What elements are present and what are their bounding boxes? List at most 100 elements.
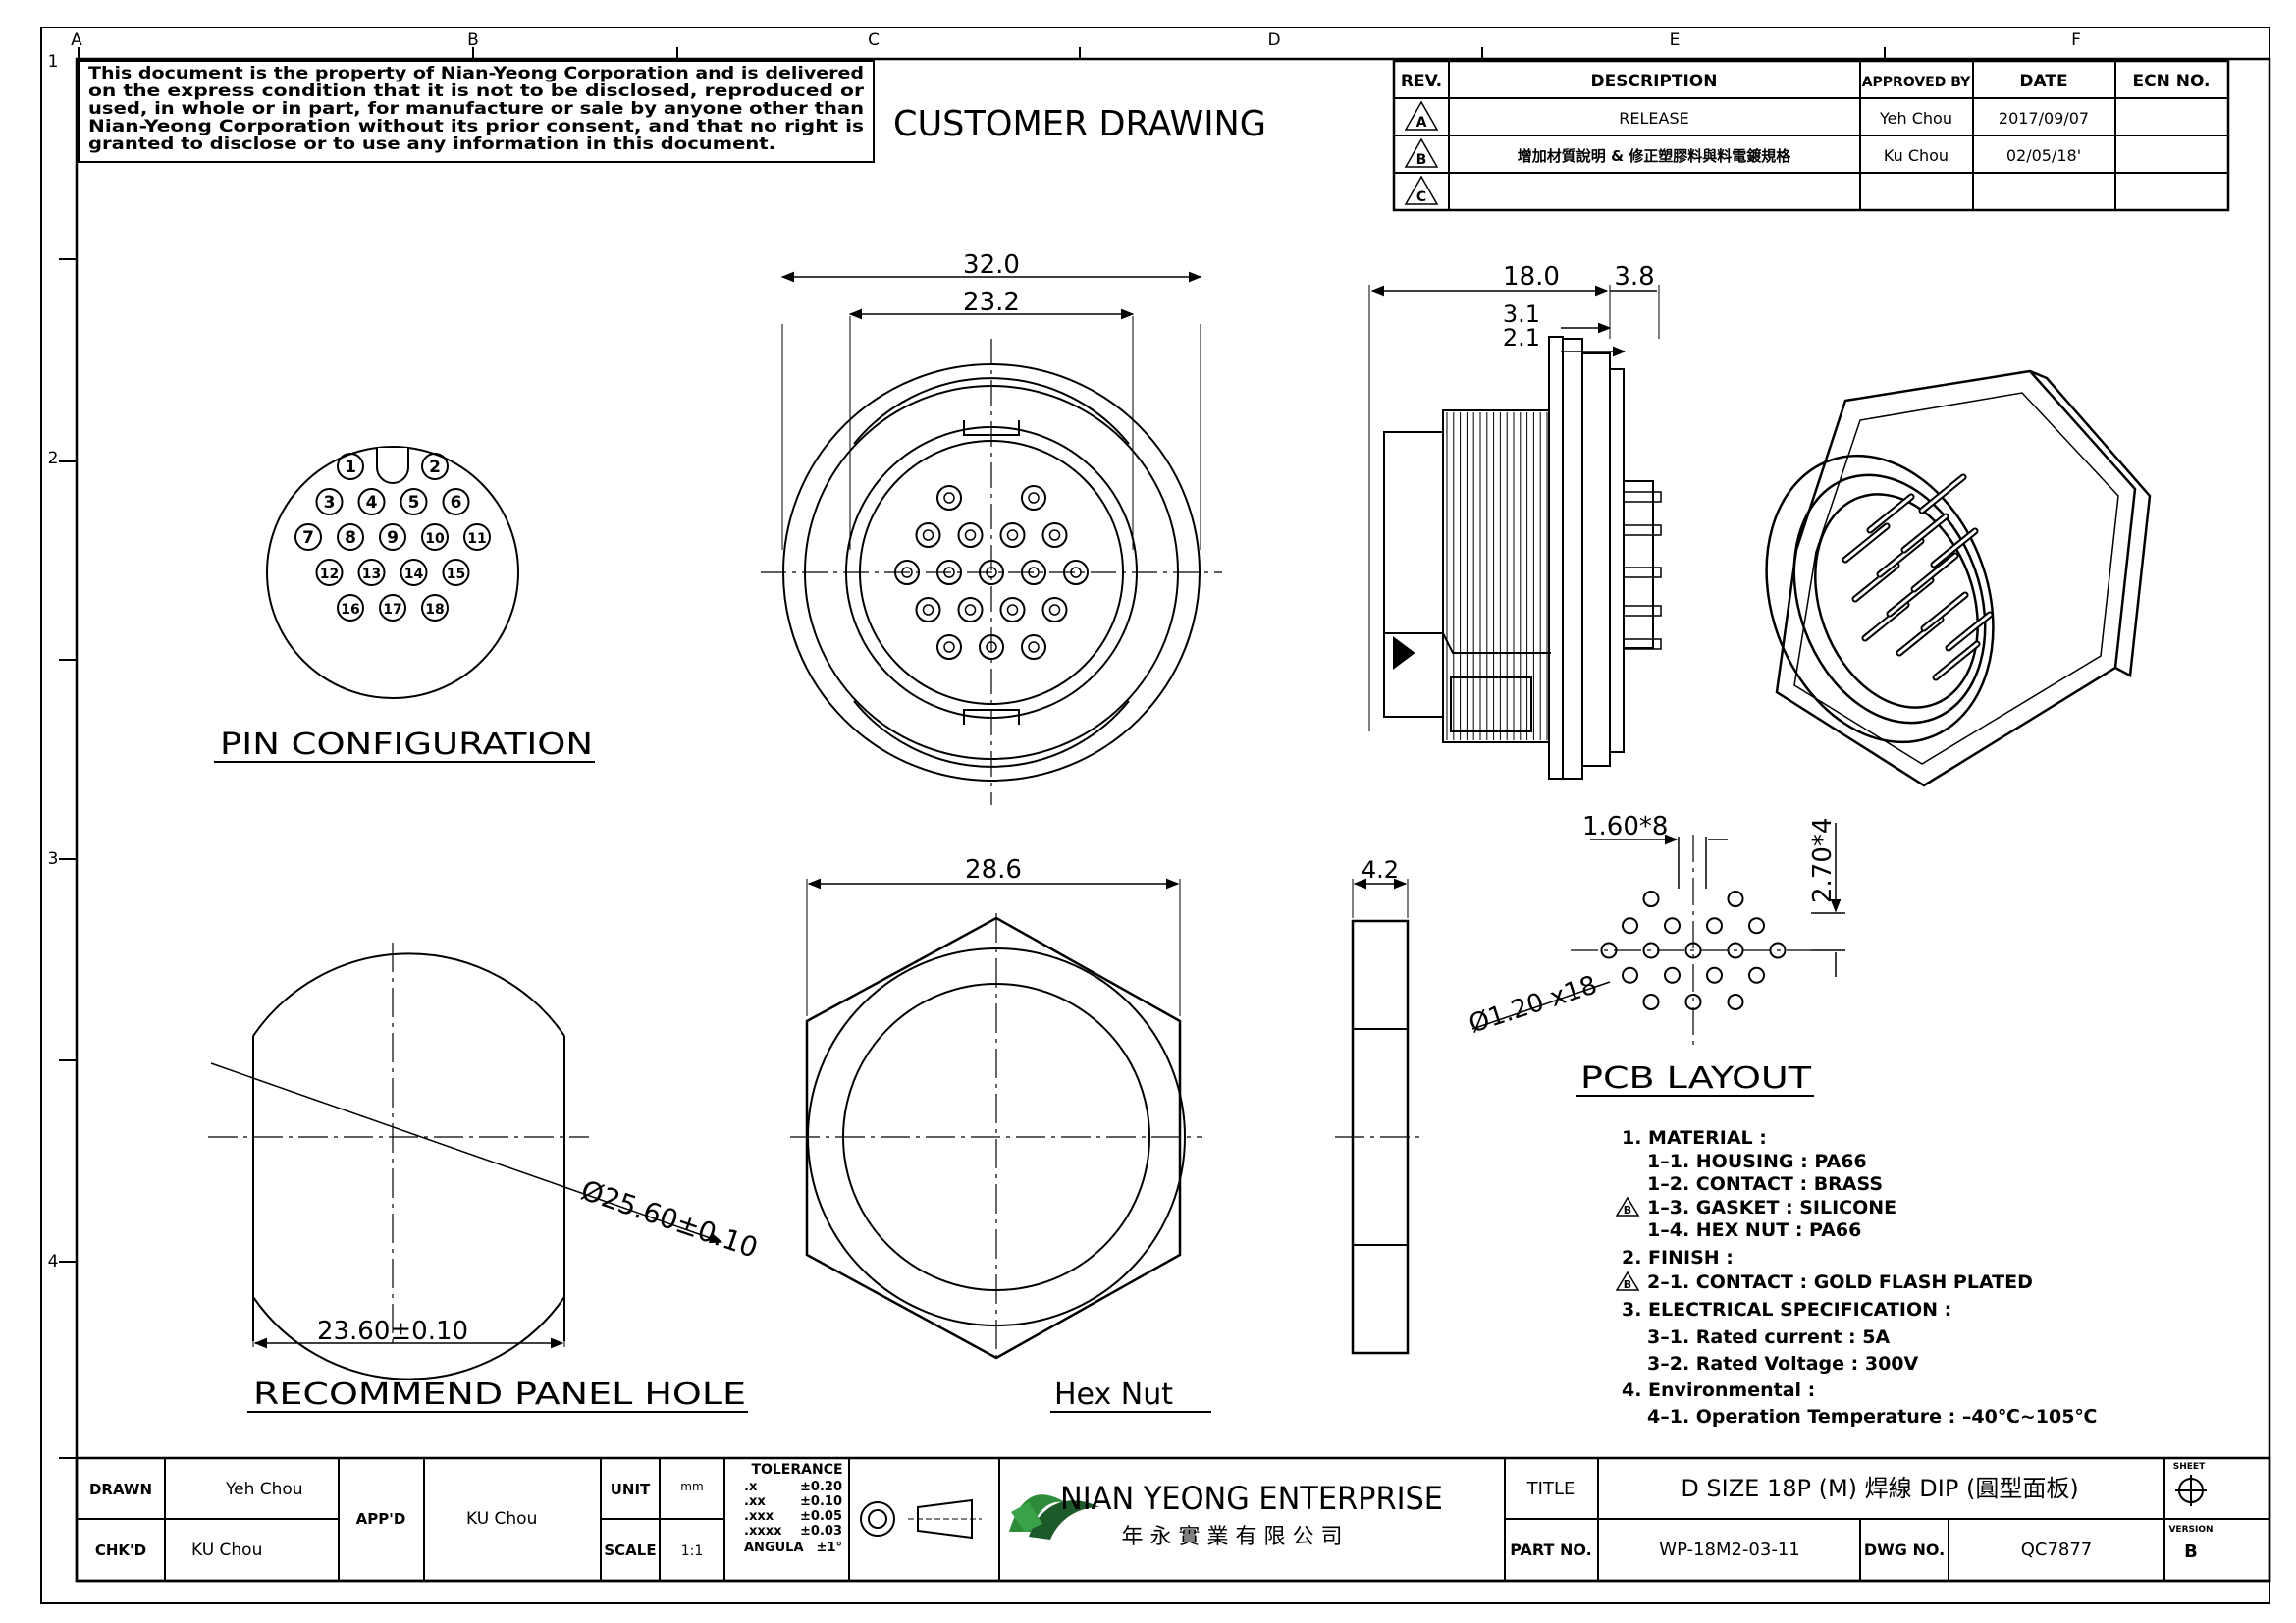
note-line-6: 2. FINISH :	[1622, 1247, 1734, 1269]
pcb-dim-hole: Ø1.20 x18	[1466, 970, 1601, 1039]
rev-a-letter: A	[1416, 115, 1427, 131]
panel-hole-title: RECOMMEND PANEL HOLE	[253, 1378, 746, 1412]
description-header: DESCRIPTION	[1591, 72, 1718, 91]
rev-header: REV.	[1401, 72, 1442, 91]
side-thread-lines	[1446, 412, 1548, 740]
pin-13-label: 13	[362, 567, 381, 582]
version-value: B	[2184, 1542, 2198, 1562]
pcb-hole-5	[1706, 917, 1723, 935]
front-pin-1-core	[943, 492, 955, 504]
pin-configuration-view	[266, 446, 519, 699]
drawn-value: Yeh Chou	[225, 1480, 303, 1499]
iso-contact-2-highlight	[1868, 495, 1913, 532]
zone-col-c: C	[868, 30, 880, 50]
pin-4-label: 4	[366, 493, 378, 513]
pin-3-circle	[315, 488, 344, 515]
revision-triangle-icon	[1615, 1271, 1640, 1291]
pin-15-circle	[442, 559, 470, 586]
contact-tail-3	[1623, 567, 1662, 578]
zone-row-4: 4	[48, 1252, 59, 1271]
pcb-hole-17	[1684, 993, 1702, 1010]
tolerance-title: TOLERANCE	[751, 1462, 842, 1478]
pcb-hole-2	[1727, 891, 1744, 908]
title-block-labels: DRAWN Yeh Chou CHK'D KU Chou APP'D KU Ch…	[89, 1462, 843, 1560]
rev-b-letter: B	[1416, 152, 1427, 168]
front-pin-5-core	[1006, 529, 1019, 541]
pin-11-label: 11	[467, 531, 486, 547]
pcb-dim-pitch-y: 2.70*4	[1808, 818, 1838, 903]
isometric-view	[1765, 369, 2152, 787]
pin-18-label: 18	[425, 602, 444, 618]
pcb-hole-10	[1727, 942, 1744, 959]
pcb-hole-6	[1748, 917, 1765, 935]
pin-12-circle	[315, 559, 344, 586]
zone-col-a: A	[71, 30, 82, 50]
panel-hole-view	[208, 943, 723, 1380]
note-line-1: 1. MATERIAL :	[1622, 1127, 1767, 1149]
tolerance-value-2: ±0.10	[800, 1494, 842, 1509]
pin-18-circle	[421, 594, 449, 622]
title-value: D SIZE 18P (M) 焊線 DIP (圓型面板)	[1681, 1475, 2078, 1502]
front-pin-13-core	[964, 604, 977, 616]
zone-col-b: B	[467, 30, 479, 50]
tolerance-value-3: ±0.05	[800, 1509, 842, 1524]
front-pin-10	[1021, 560, 1046, 585]
date-header: DATE	[2019, 72, 2067, 91]
appd-value: KU Chou	[466, 1509, 537, 1529]
revision-table-header: REV. DESCRIPTION APPROVED BY DATE ECN NO…	[1401, 72, 2211, 91]
contact-tail-5	[1623, 638, 1662, 650]
zone-markers	[59, 47, 1886, 1459]
pcb-hole-8	[1642, 942, 1660, 959]
iso-contact-3-highlight	[1853, 564, 1898, 601]
front-pin-11-core	[1070, 567, 1082, 578]
projection-symbol-icon	[860, 1498, 982, 1540]
pcb-hole-12	[1622, 966, 1638, 984]
pin-9-circle	[379, 523, 406, 551]
front-pin-6	[1041, 522, 1068, 548]
pcb-hole-7	[1600, 942, 1618, 959]
front-pin-3	[915, 522, 941, 548]
front-pin-1	[936, 485, 962, 511]
title-block-grid	[75, 1456, 2271, 1583]
revision-triangle-icon	[1615, 1196, 1640, 1217]
dwgno-label: DWG NO.	[1864, 1541, 1945, 1559]
zone-col-f: F	[2071, 30, 2081, 50]
sheet-label: SHEET	[2173, 1462, 2206, 1472]
zone-row-2: 2	[48, 449, 59, 468]
front-pin-15-core	[1048, 604, 1061, 616]
pin-9-label: 9	[387, 528, 399, 548]
title-label: TITLE	[1526, 1479, 1575, 1499]
pin-6-label: 6	[451, 493, 462, 513]
notice-line-5: granted to disclose or to use any inform…	[88, 135, 775, 154]
scale-label: SCALE	[604, 1542, 656, 1559]
hex-nut-view	[790, 878, 1421, 1365]
iso-contact-13-highlight	[1920, 475, 1965, 513]
front-pin-12-core	[922, 604, 934, 616]
unit-label: UNIT	[611, 1481, 651, 1498]
front-pin-11	[1063, 560, 1089, 585]
notice-text: This document is the property of Nian-Ye…	[88, 64, 865, 154]
tolerance-value-1: ±0.20	[800, 1480, 842, 1494]
note-line-11: 4. Environmental :	[1622, 1380, 1815, 1401]
sheet-target-icon	[2175, 1475, 2207, 1506]
front-pin-18-core	[1028, 641, 1040, 653]
front-dim-inner: 23.2	[963, 288, 1020, 317]
unit-value: mm	[680, 1480, 703, 1493]
tolerance-value-5: ±1°	[817, 1541, 842, 1555]
notice-line-3: used, in whole or in part, for manufactu…	[88, 99, 864, 119]
front-pin-16-core	[943, 641, 955, 653]
rev-a-description: RELEASE	[1619, 109, 1688, 128]
pin-17-label: 17	[383, 602, 401, 618]
pcb-hole-1	[1642, 891, 1660, 908]
pcb-hole-11	[1769, 942, 1787, 959]
front-view	[761, 271, 1222, 805]
front-pin-3-core	[922, 529, 934, 541]
company-name-cn: 年 永 實 業 有 限 公 司	[1122, 1525, 1343, 1549]
pcb-layout-title: PCB LAYOUT	[1580, 1061, 1812, 1096]
pin-7-label: 7	[302, 528, 314, 548]
hex-nut-dim-across: 28.6	[965, 855, 1022, 885]
pcb-hole-4	[1664, 917, 1681, 935]
pcb-hole-3	[1622, 917, 1638, 935]
note-line-4: 1–3. GASKET : SILICONE	[1647, 1197, 1896, 1218]
front-pin-10-core	[1028, 567, 1040, 578]
